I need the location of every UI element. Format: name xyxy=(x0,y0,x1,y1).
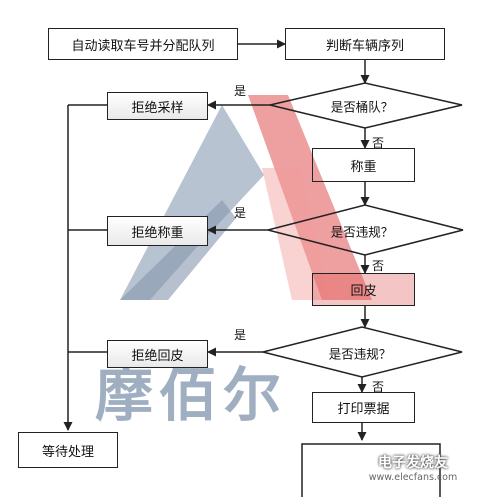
box-weigh-label: 称重 xyxy=(350,159,377,175)
no-label-3: 否 xyxy=(372,380,385,394)
decision-violation-2 xyxy=(262,326,463,378)
yes-label-2: 是 xyxy=(234,206,247,220)
watermark-logo-right-foot xyxy=(262,168,330,300)
box-return-tare-label: 回皮 xyxy=(350,284,377,299)
source-watermark-title: 电子发烧友 xyxy=(378,455,448,471)
watermark-text: 摩佰尔 xyxy=(95,361,288,429)
yes-label-3: 是 xyxy=(234,328,247,342)
box-auto-read: 自动读取车号并分配队列 xyxy=(48,28,238,60)
no-label-1: 否 xyxy=(372,136,385,150)
box-return-tare: 回皮 xyxy=(312,273,415,306)
decision-violation-1-label: 是否违规？ xyxy=(330,224,394,240)
source-watermark: 电子发烧友 www.elecfans.com xyxy=(348,452,478,483)
connectors xyxy=(63,39,370,441)
box-reject-return-label: 拒绝回皮 xyxy=(131,348,184,364)
box-auto-read-label: 自动读取车号并分配队列 xyxy=(71,38,215,54)
box-print-receipt-label: 打印票据 xyxy=(337,402,390,417)
box-wait-processing-label: 等待处理 xyxy=(41,444,94,460)
box-reject-return: 拒绝回皮 xyxy=(107,340,208,368)
box-wait-processing: 等待处理 xyxy=(18,432,118,468)
decision-bucket-team xyxy=(269,82,463,129)
decision-bucket-team-label: 是否桶队？ xyxy=(330,99,394,115)
yes-label-1: 是 xyxy=(234,84,247,98)
watermark-logo xyxy=(120,95,372,300)
end-box-partial xyxy=(301,443,441,497)
source-watermark-url: www.elecfans.com xyxy=(368,472,458,483)
decision-violation-1 xyxy=(267,204,464,256)
box-reject-weighing: 拒绝称重 xyxy=(107,216,208,246)
decision-violation-2-label: 是否违规？ xyxy=(328,346,392,362)
box-judge-sequence: 判断车辆序列 xyxy=(285,28,445,60)
box-reject-weighing-label: 拒绝称重 xyxy=(131,225,184,241)
watermark-logo-left-shape xyxy=(120,105,264,300)
box-reject-sampling-label: 拒绝采样 xyxy=(131,100,184,116)
box-reject-sampling: 拒绝采样 xyxy=(107,92,208,120)
box-weigh: 称重 xyxy=(312,148,415,182)
box-judge-sequence-label: 判断车辆序列 xyxy=(325,38,404,54)
box-print-receipt: 打印票据 xyxy=(312,392,415,423)
no-label-2: 否 xyxy=(372,259,385,273)
